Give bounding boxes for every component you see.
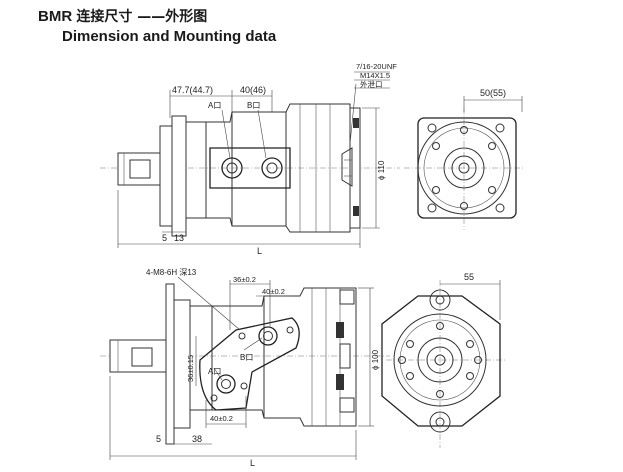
top-dim-13: 13 — [174, 233, 184, 243]
title-line-1: BMR 连接尺寸 ——外形图 — [38, 6, 207, 26]
top-drain-label: 外泄口 — [360, 79, 383, 89]
bottom-side-view: 4-M8-6H 深13 36±0.2 40±0.2 36±0.15 40±0.2… — [100, 268, 390, 468]
top-end-view: 50(55) — [404, 88, 524, 230]
bottom-dim-38: 38 — [192, 434, 202, 444]
bottom-port-b-label: B口 — [240, 353, 253, 362]
bottom-dim-dia: ϕ 100 — [371, 349, 380, 370]
bottom-dim-40b: 40±0.2 — [210, 414, 233, 423]
bottom-dim-5: 5 — [156, 434, 161, 444]
top-dim-b: 40(46) — [240, 85, 266, 95]
top-side-view: 47.7(44.7) 40(46) A口 B口 7/16-20UNF M14X1… — [100, 62, 400, 256]
bottom-port-a-label: A口 — [208, 367, 221, 376]
top-thread-2: M14X1.5 — [360, 71, 390, 80]
top-dim-5: 5 — [162, 233, 167, 243]
top-dim-a: 47.7(44.7) — [172, 85, 213, 95]
top-thread-1: 7/16-20UNF — [356, 62, 397, 71]
top-end-dim: 50(55) — [480, 88, 506, 98]
bottom-end-dim: 55 — [464, 272, 474, 282]
top-dim-dia: ϕ 110 — [377, 160, 386, 180]
bottom-dim-36v: 36±0.15 — [186, 355, 195, 382]
bottom-bolt-spec: 4-M8-6H 深13 — [146, 268, 197, 277]
bottom-dim-36: 36±0.2 — [233, 275, 256, 284]
title-en: Dimension and Mounting data — [62, 28, 277, 45]
bottom-end-view: 55 — [381, 272, 506, 448]
model-name: BMR — [38, 8, 73, 25]
bottom-dim-l: L — [250, 458, 255, 468]
top-port-b-label: B口 — [247, 101, 260, 110]
bottom-dim-40h: 40±0.2 — [262, 287, 285, 296]
top-port-a-label: A口 — [208, 101, 221, 110]
top-dim-l: L — [257, 246, 262, 256]
title-cn: 连接尺寸 ——外形图 — [76, 9, 208, 25]
